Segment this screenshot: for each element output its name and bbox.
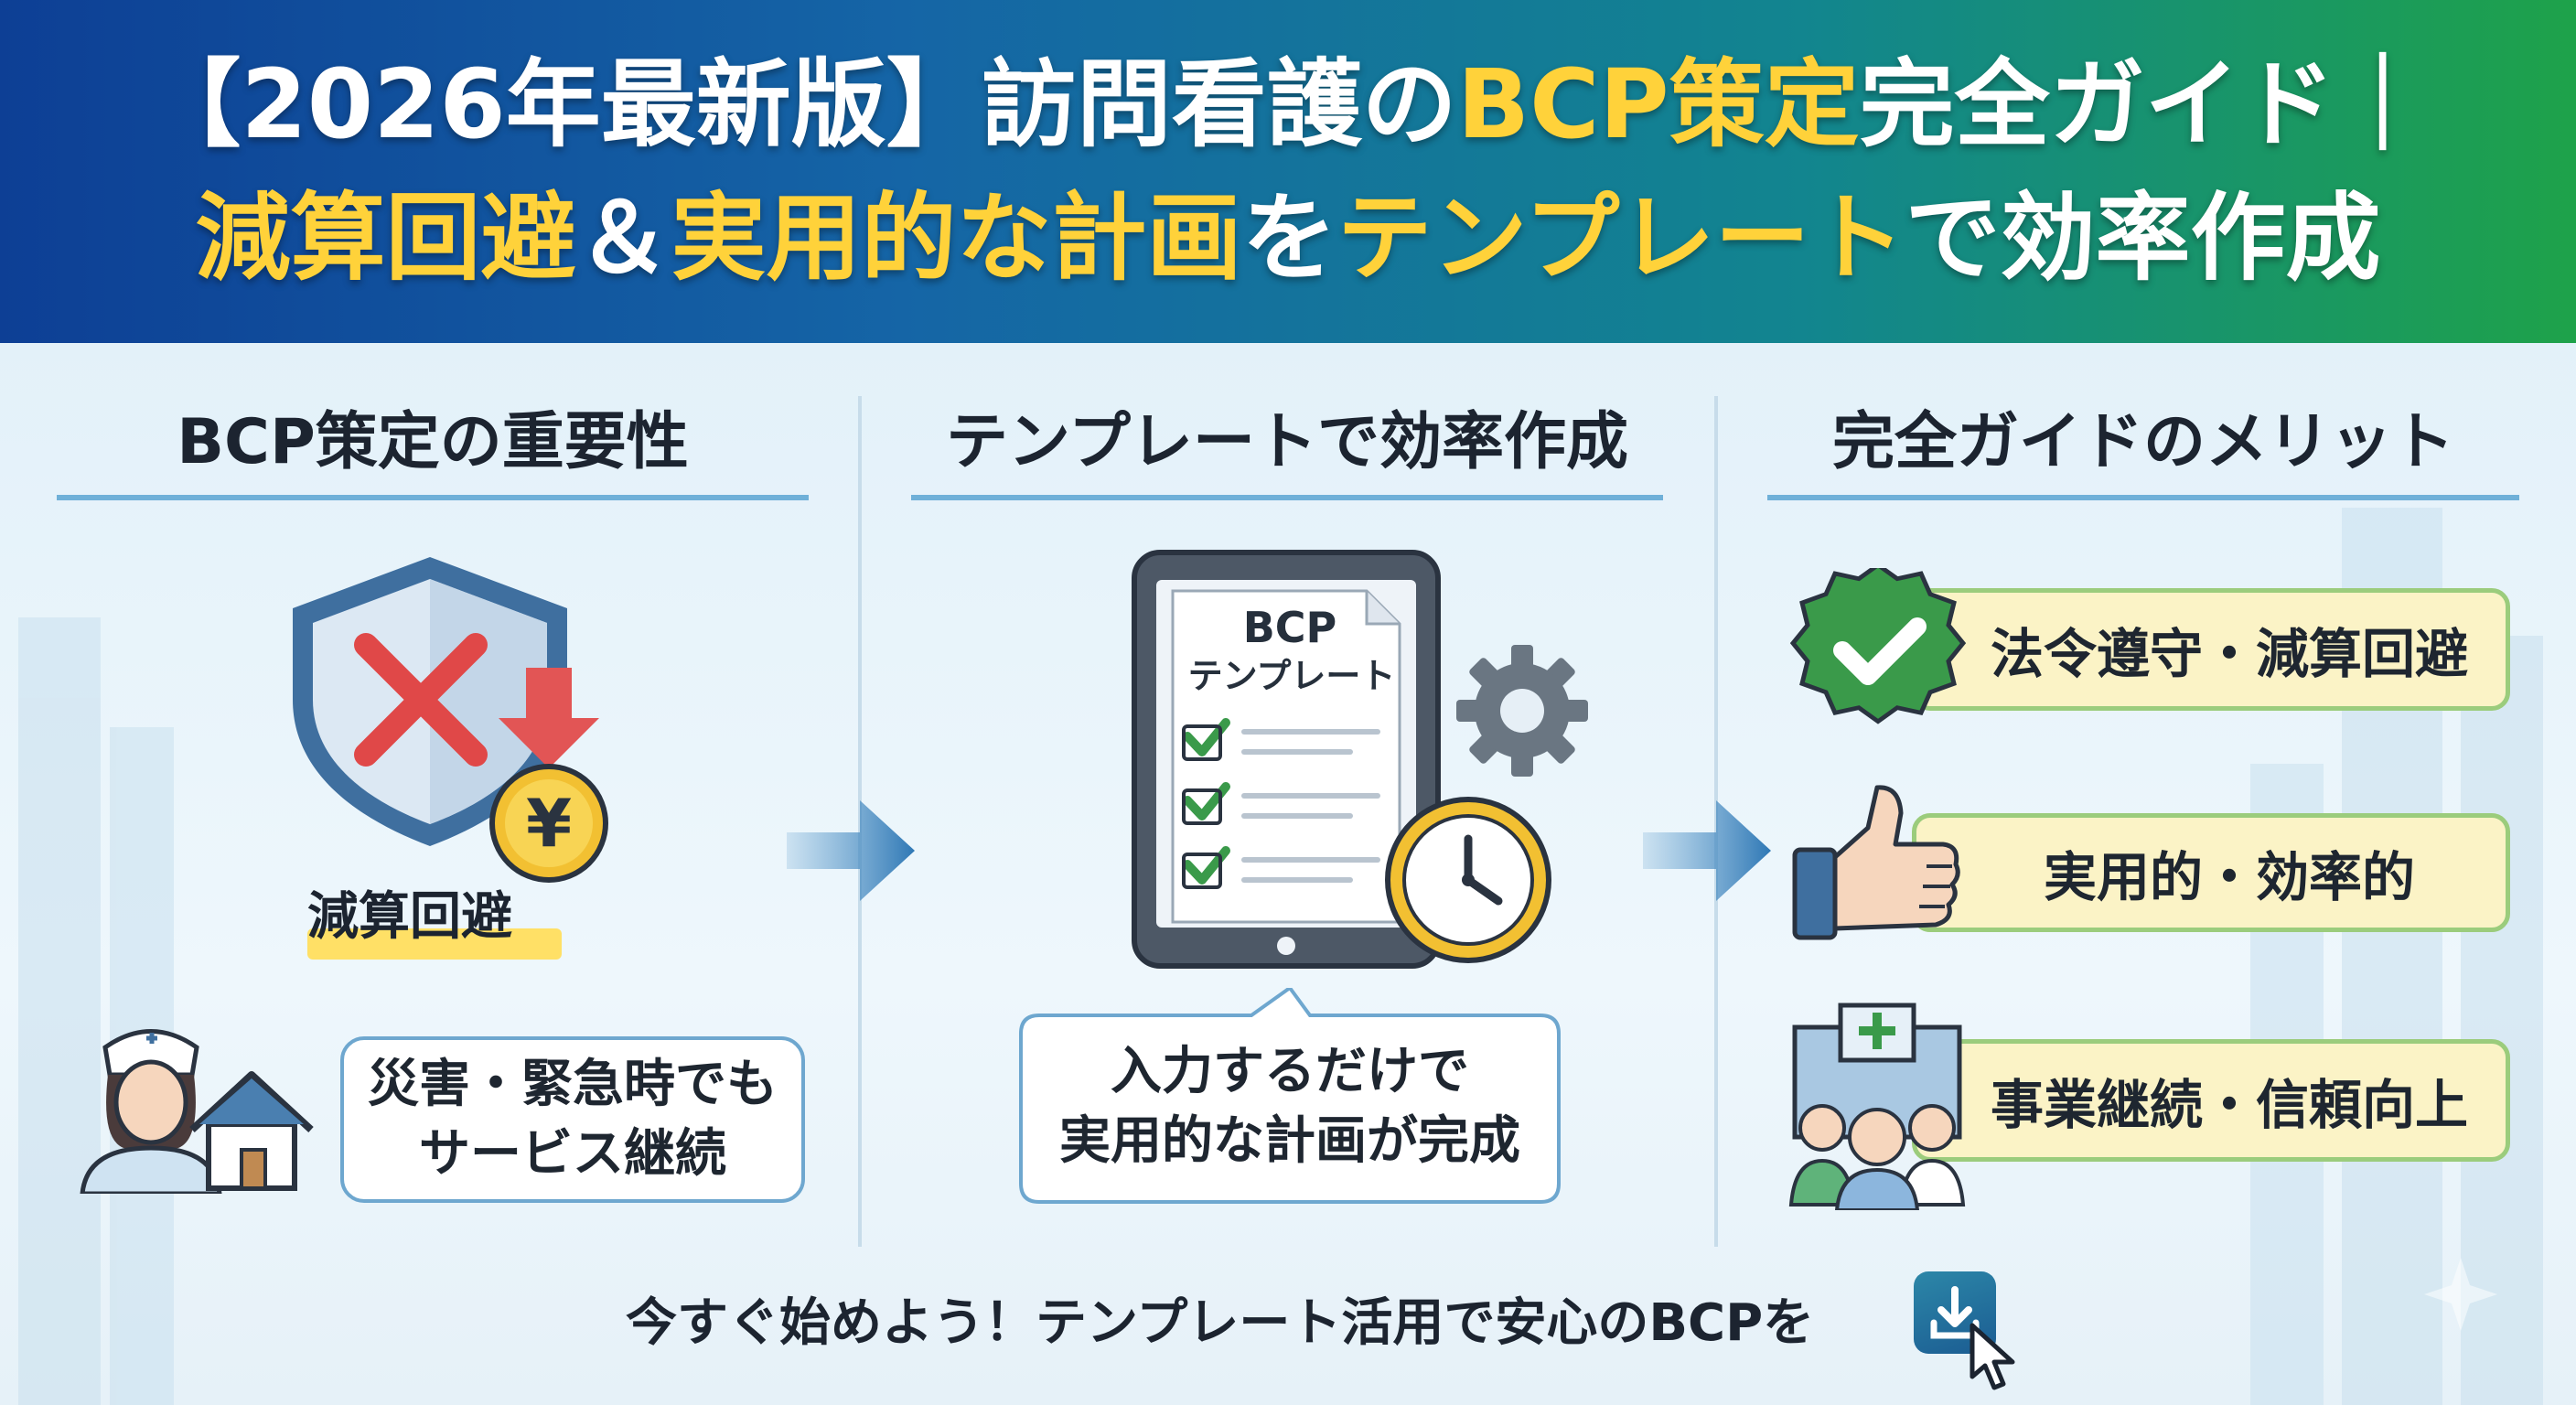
- clock-icon: [1385, 797, 1551, 963]
- title-highlight-bcp: BCP策定: [1456, 48, 1860, 160]
- merit-item-2: 実用的・効率的: [1912, 813, 2510, 932]
- yen-down-icon: ¥: [489, 668, 608, 883]
- page-title-line2: 減算回避＆実用的な計画をテンプレートで効率作成: [0, 190, 2576, 285]
- gensan-label: 減算回避: [307, 887, 512, 947]
- thumbs-up-icon: [1792, 785, 1960, 940]
- title-suffix2: で効率作成: [1905, 182, 2381, 294]
- cta-text: 今すぐ始めよう！テンプレート活用で安心のBCPを: [626, 1293, 1815, 1353]
- main-panel: BCP策定の重要性 ¥ 減算回避 災害・緊急時でも サービス継続 テンプレ: [0, 343, 2576, 1405]
- gensan-highlight: [307, 928, 562, 960]
- bubble-text: 入力するだけで 実用的な計画が完成: [1059, 1042, 1520, 1171]
- importance-title: BCP策定の重要性: [177, 406, 689, 478]
- cursor-icon: [1970, 1323, 2015, 1390]
- gear-icon: [1456, 645, 1588, 777]
- nurse-icon: [80, 1029, 222, 1194]
- check-badge-icon: [1789, 568, 1967, 724]
- title-wo: を: [1241, 182, 1337, 294]
- page-title-line1: 【2026年最新版】訪問看護のBCP策定完全ガイド｜: [0, 57, 2576, 152]
- title-prefix: 【2026年最新版】訪問看護の: [145, 48, 1457, 160]
- merit-item-3: 事業継続・信頼向上: [1912, 1039, 2510, 1162]
- shield-x-icon: [293, 557, 567, 846]
- svg-text:¥: ¥: [526, 785, 572, 862]
- template-rule: [911, 495, 1663, 500]
- tablet-icon: [1132, 550, 1441, 969]
- title-amp: ＆: [575, 182, 671, 294]
- hospital-staff-icon: [1788, 1003, 1966, 1210]
- merit-item-1: 法令遵守・減算回避: [1912, 588, 2510, 711]
- title-highlight-plan: 実用的な計画: [671, 182, 1242, 294]
- doc-title: BCP: [1242, 603, 1337, 652]
- house-icon: [189, 1071, 314, 1191]
- template-title: テンプレートで効率作成: [946, 406, 1628, 478]
- importance-rule: [57, 495, 809, 500]
- doc-subtitle: テンプレート: [1187, 656, 1396, 696]
- arrow-right-icon: [787, 800, 915, 901]
- speech-bubble-shape: [1019, 988, 1561, 1204]
- title-highlight-gensan: 減算回避: [195, 182, 576, 294]
- continuity-text: 災害・緊急時でも サービス継続: [340, 1036, 805, 1203]
- title-highlight-template: テンプレート: [1336, 182, 1905, 294]
- header-banner: 【2026年最新版】訪問看護のBCP策定完全ガイド｜ 減算回避＆実用的な計画をテ…: [0, 0, 2576, 343]
- arrow-right-icon-2: [1643, 800, 1771, 901]
- merits-rule: [1767, 495, 2519, 500]
- title-suffix: 完全ガイド｜: [1859, 48, 2431, 160]
- merits-title: 完全ガイドのメリット: [1831, 406, 2454, 478]
